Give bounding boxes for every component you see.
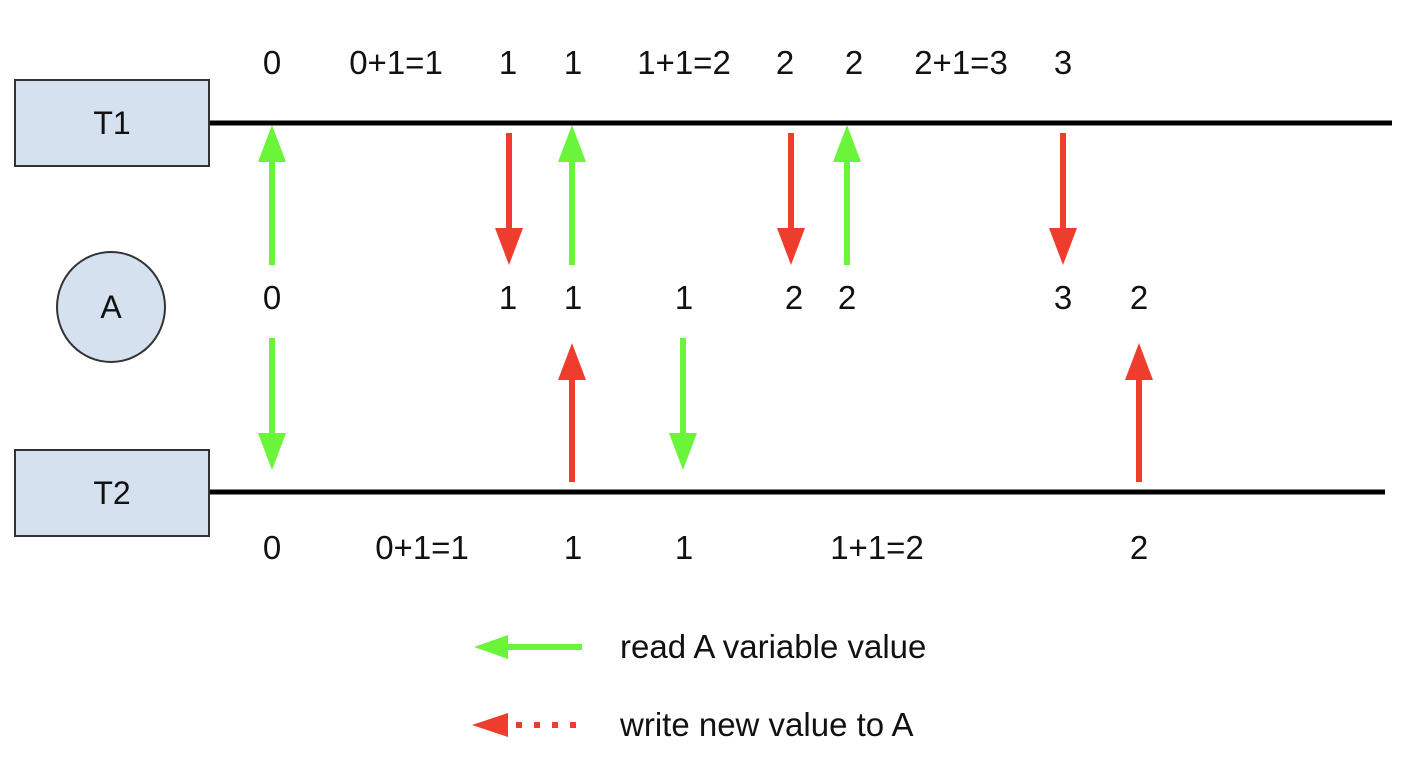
t1-label: 2 — [844, 44, 864, 81]
read-arrow-icon — [258, 125, 286, 265]
a-value: 2 — [837, 279, 857, 316]
legend-write-text: write new value to A — [620, 706, 914, 743]
a-value: 2 — [784, 279, 804, 316]
t2-label: 1+1=2 — [830, 529, 924, 566]
write-arrow-icon — [1049, 133, 1077, 265]
t1-label: 2 — [775, 44, 795, 81]
t2-box: T2 — [14, 449, 210, 537]
read-arrow-icon — [258, 338, 286, 470]
a-value: 1 — [674, 279, 694, 316]
write-arrow-icon — [777, 133, 805, 265]
t2-label: 0+1=1 — [375, 529, 469, 566]
variable-a-node: A — [56, 251, 166, 363]
t1-box: T1 — [14, 79, 210, 167]
t2-label: 1 — [674, 529, 694, 566]
read-arrow-icon — [669, 338, 697, 470]
legend-read-text: read A variable value — [620, 628, 927, 665]
read-arrow-icon — [558, 125, 586, 265]
a-value: 1 — [498, 279, 518, 316]
t2-label: 1 — [563, 529, 583, 566]
t2-label: 0 — [262, 529, 282, 566]
t1-label: 0+1=1 — [349, 44, 443, 81]
write-arrow-icon — [495, 133, 523, 265]
read-arrow-icon — [833, 125, 861, 265]
legend-write-arrow-icon — [472, 713, 576, 737]
a-value: 2 — [1129, 279, 1149, 316]
t1-label: 1 — [498, 44, 518, 81]
a-value: 3 — [1053, 279, 1073, 316]
legend-read-arrow-icon — [474, 635, 582, 659]
write-arrow-icon — [558, 343, 586, 482]
t1-label: 0 — [262, 44, 282, 81]
a-value: 0 — [262, 279, 282, 316]
a-value: 1 — [563, 279, 583, 316]
t2-label: 2 — [1129, 529, 1149, 566]
t1-label: 3 — [1053, 44, 1073, 81]
write-arrow-icon — [1125, 343, 1153, 482]
t1-label: 2+1=3 — [914, 44, 1008, 81]
t1-label: 1 — [563, 44, 583, 81]
t1-label: 1+1=2 — [637, 44, 731, 81]
